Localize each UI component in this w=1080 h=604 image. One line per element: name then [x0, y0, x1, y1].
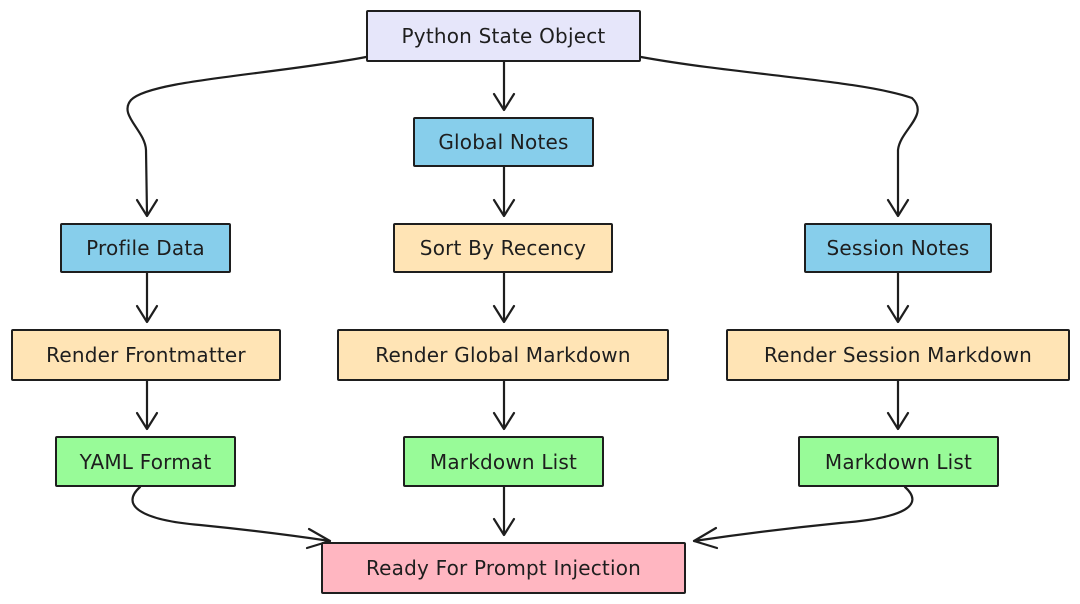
- node-profile-data: Profile Data: [60, 223, 231, 273]
- node-label: Markdown List: [824, 449, 973, 474]
- edge-state-to-session: [639, 55, 919, 218]
- edge-global-to-sort: [492, 165, 516, 218]
- node-session-notes: Session Notes: [804, 223, 992, 273]
- node-label: Python State Object: [401, 24, 606, 48]
- node-label: Render Global Markdown: [375, 343, 631, 367]
- edge-rglobal-to-mdl1: [492, 379, 516, 431]
- edge-profile-to-rfront: [135, 271, 159, 324]
- edge-session-to-rsess: [886, 271, 910, 324]
- edge-mdl2-to-ready: [692, 485, 914, 550]
- node-render-session-markdown: Render Session Markdown: [726, 329, 1070, 381]
- node-label: Ready For Prompt Injection: [365, 556, 642, 580]
- edge-rsess-to-mdl2: [886, 379, 910, 431]
- node-markdown-list-global: Markdown List: [403, 436, 604, 487]
- edge-state-to-global: [492, 60, 516, 112]
- node-label: Render Frontmatter: [46, 343, 246, 367]
- node-label: Render Session Markdown: [763, 343, 1033, 367]
- node-global-notes: Global Notes: [413, 117, 594, 167]
- node-ready-for-prompt-injection: Ready For Prompt Injection: [321, 542, 686, 594]
- edge-mdl1-to-ready: [492, 485, 516, 537]
- node-render-frontmatter: Render Frontmatter: [11, 329, 281, 381]
- node-sort-by-recency: Sort By Recency: [393, 223, 613, 273]
- node-label: Sort By Recency: [419, 236, 587, 260]
- node-render-global-markdown: Render Global Markdown: [337, 329, 669, 381]
- node-yaml-format: YAML Format: [55, 436, 236, 487]
- node-label: Markdown List: [429, 449, 578, 474]
- edge-rfront-to-yaml: [135, 379, 159, 431]
- node-markdown-list-session: Markdown List: [798, 436, 999, 487]
- node-python-state-object: Python State Object: [366, 10, 641, 62]
- edge-state-to-profile: [126, 55, 368, 218]
- edge-sort-to-rglobal: [492, 271, 516, 324]
- node-label: YAML Format: [79, 449, 212, 474]
- edge-yaml-to-ready: [131, 485, 332, 550]
- node-label: Session Notes: [826, 236, 970, 260]
- node-label: Global Notes: [438, 130, 569, 154]
- node-label: Profile Data: [86, 236, 205, 260]
